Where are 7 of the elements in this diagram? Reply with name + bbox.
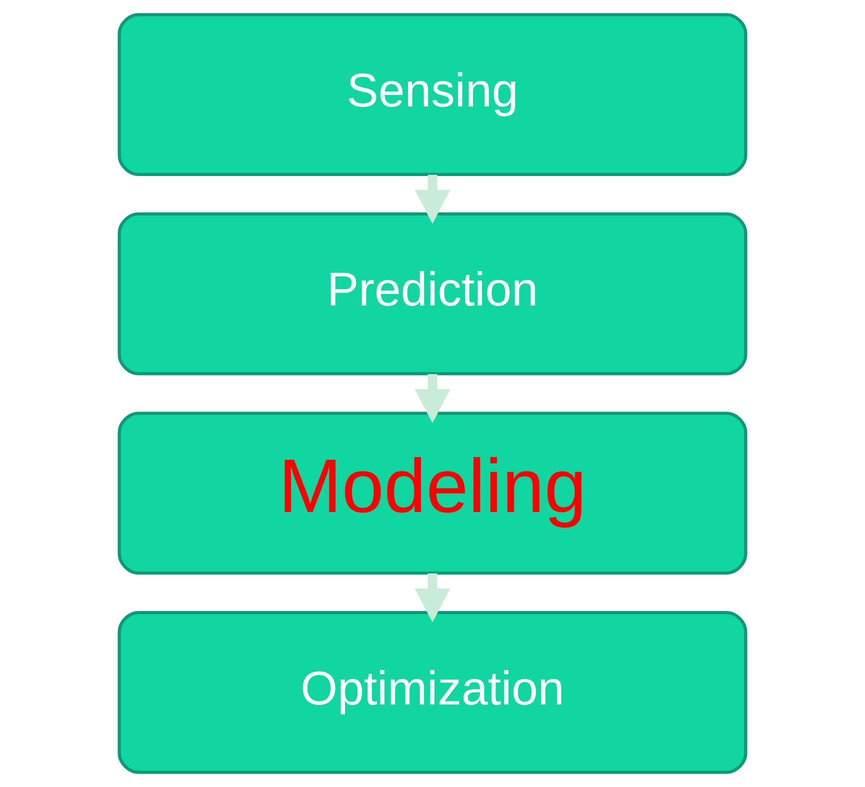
node-box: Sensing — [118, 13, 748, 176]
node-box: Optimization — [118, 610, 748, 774]
arrow — [414, 174, 450, 224]
node-box: Modeling — [118, 412, 748, 575]
arrow — [414, 374, 450, 424]
node-box: Prediction — [118, 212, 748, 376]
arrow — [414, 573, 450, 622]
